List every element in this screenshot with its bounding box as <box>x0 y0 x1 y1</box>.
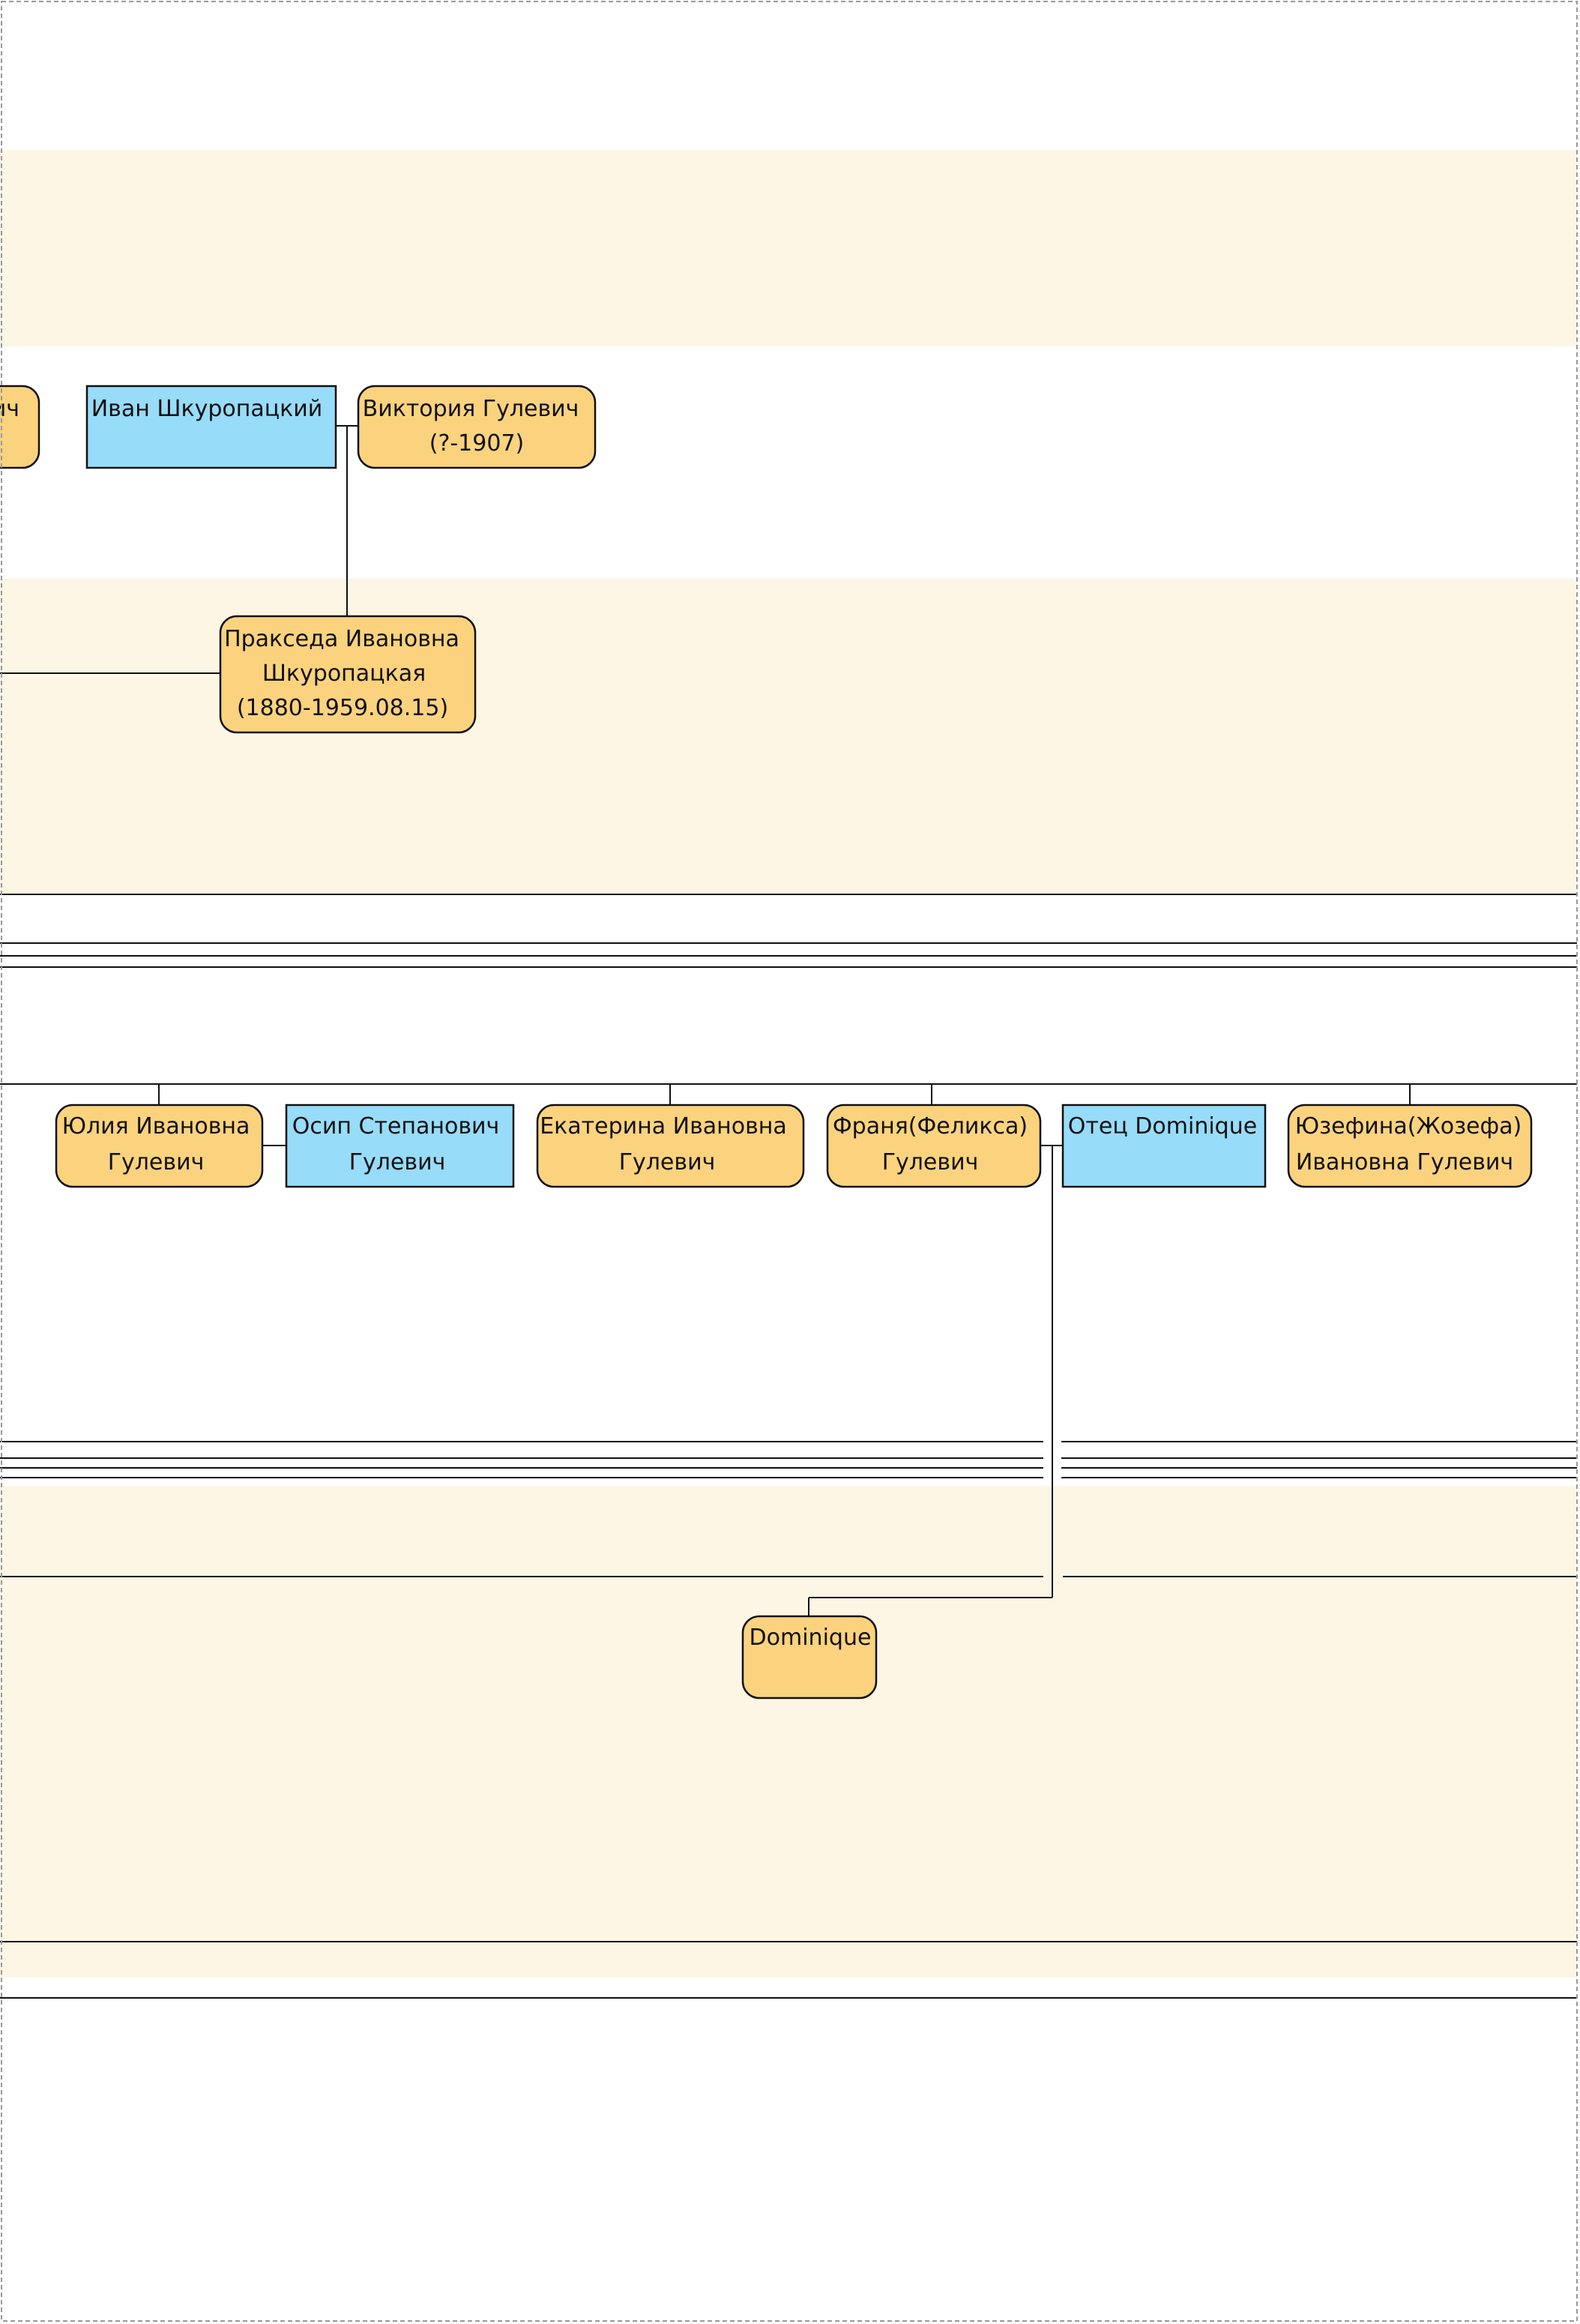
person-node-viktoria[interactable]: Виктория Гулевич (?-1907) <box>357 385 597 469</box>
node-box <box>85 385 337 469</box>
node-name: Dominique <box>750 1625 872 1651</box>
person-node-prakseda[interactable]: Пракседа Ивановна Шкуропацкая (1880-1959… <box>219 615 477 734</box>
node-box <box>1061 1104 1267 1188</box>
person-node-ekaterina[interactable]: Екатерина Ивановна Гулевич <box>536 1104 805 1188</box>
node-surname: Гулевич <box>619 1149 716 1175</box>
node-box <box>536 1104 805 1188</box>
node-surname: Гулевич <box>882 1149 979 1175</box>
person-node-yulia[interactable]: Юлия Ивановна Гулевич <box>55 1104 264 1188</box>
person-node-ivan[interactable]: Иван Шкуропацкий <box>85 385 337 469</box>
node-dates: (?-1907) <box>429 430 525 457</box>
node-name: Пракседа Ивановна <box>224 626 459 652</box>
node-box <box>285 1104 515 1188</box>
node-name: Юзефина(Жозефа) <box>1295 1113 1522 1140</box>
node-surname: Шкуропацкая <box>262 660 426 687</box>
band-1 <box>0 150 1577 346</box>
person-node-dominique[interactable]: Dominique <box>741 1615 878 1700</box>
node-box <box>826 1104 1042 1188</box>
person-node-partial[interactable]: ич <box>0 385 40 469</box>
node-box <box>55 1104 264 1188</box>
person-node-yuzefina[interactable]: Юзефина(Жозефа) Ивановна Гулевич <box>1287 1104 1533 1188</box>
person-nodes: ич Иван Шкуропацкий Виктория Гулевич (?-… <box>0 385 1533 1700</box>
node-surname: Гулевич <box>349 1149 446 1175</box>
node-surname: Гулевич <box>108 1149 205 1175</box>
node-dates: (1880-1959.08.15) <box>237 695 448 721</box>
node-box <box>741 1615 878 1700</box>
node-box <box>0 385 40 469</box>
node-surname: Ивановна Гулевич <box>1296 1149 1513 1175</box>
node-name: Франя(Феликса) <box>833 1113 1028 1140</box>
node-name: Отец Dominique <box>1068 1113 1257 1140</box>
node-name: Екатерина Ивановна <box>540 1113 787 1140</box>
node-box <box>219 615 477 734</box>
connectors <box>0 425 1411 1616</box>
person-node-osip[interactable]: Осип Степанович Гулевич <box>285 1104 515 1188</box>
horizontal-rules <box>0 894 1577 1999</box>
band-3 <box>0 1486 1577 1978</box>
person-node-franya[interactable]: Франя(Феликса) Гулевич <box>826 1104 1042 1188</box>
node-box <box>357 385 597 469</box>
node-name: ич <box>0 396 19 422</box>
node-name: Осип Степанович <box>292 1113 500 1140</box>
node-name: Виктория Гулевич <box>363 396 579 422</box>
node-box <box>1287 1104 1533 1188</box>
person-node-otets[interactable]: Отец Dominique <box>1061 1104 1267 1188</box>
node-name: Юлия Ивановна <box>62 1113 250 1140</box>
node-name: Иван Шкуропацкий <box>91 396 323 422</box>
